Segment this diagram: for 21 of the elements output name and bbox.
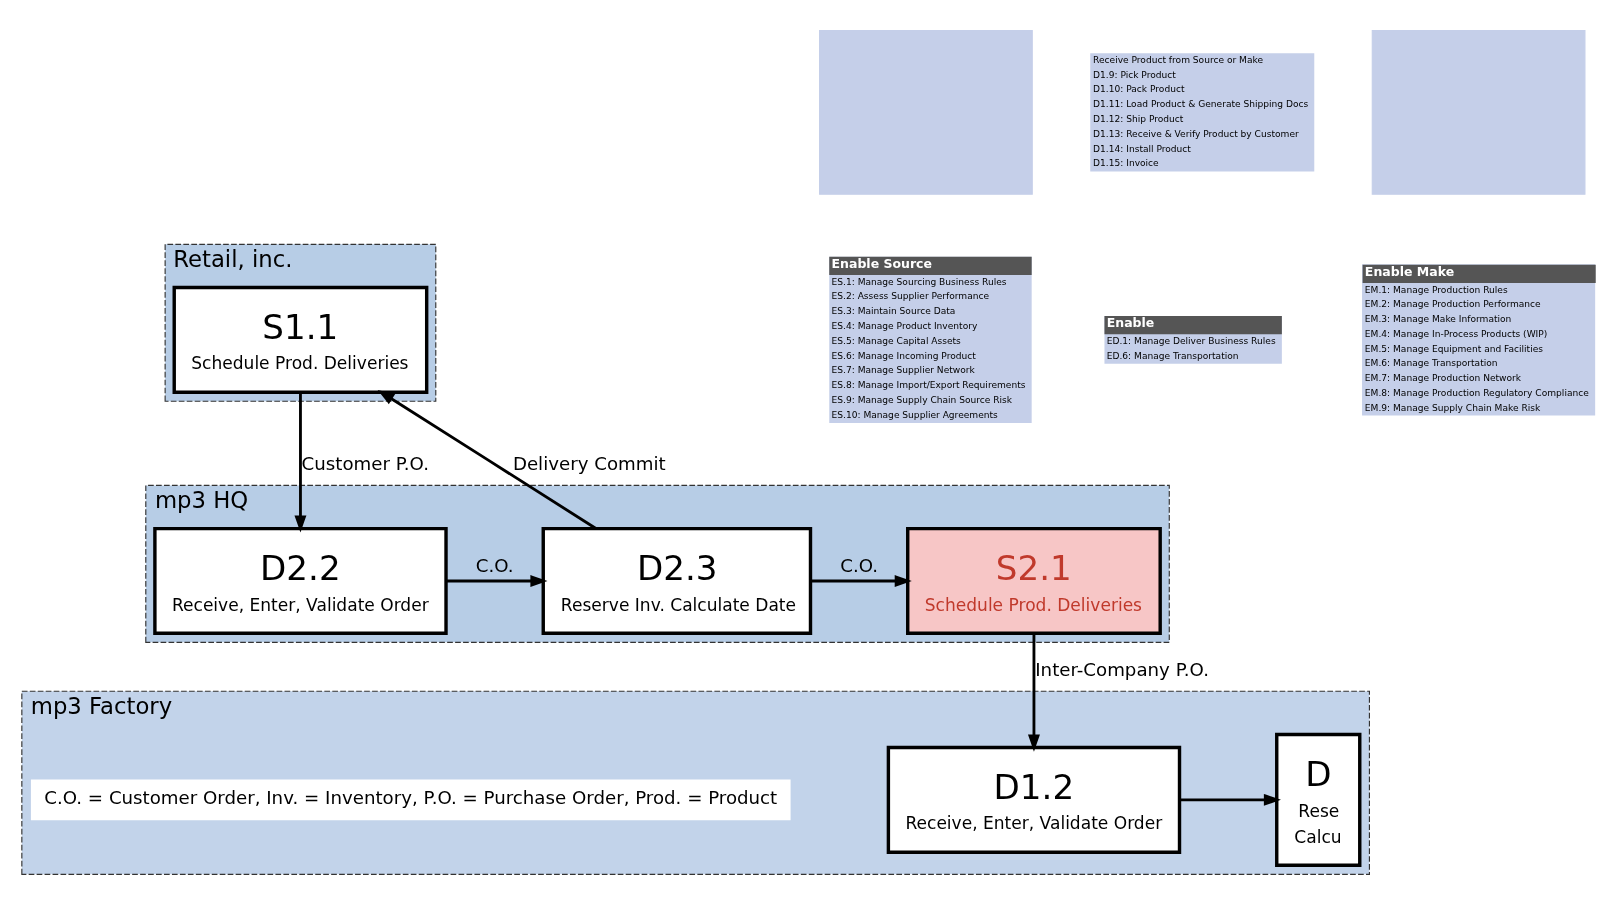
node-box: S2.1 Schedule Prod. Deliveries (906, 526, 1162, 635)
arrow (1027, 633, 1040, 752)
edge-label: Customer P.O. (301, 453, 429, 475)
arrow (810, 574, 912, 587)
arrow (446, 574, 548, 587)
node-box: S1.1 Schedule Prod. Deliveries (172, 285, 429, 394)
node-box: D Rese Calcu (1275, 732, 1362, 867)
node-box (1371, 30, 1586, 195)
arrow (377, 389, 597, 530)
edge-label: C.O. (840, 554, 879, 576)
node-box: D2.3 Reserve Inv. Calculate Date (541, 526, 813, 635)
node-box: D2.2 Receive, Enter, Validate Order (153, 526, 448, 635)
edge-label: C.O. (475, 554, 514, 576)
edge-label: Inter-Company P.O. (1035, 659, 1209, 681)
node-box: Receive Product from Source or Make D1.9: Pick Product D1.10: Pack Product D1.11: Load Product & Generate Shipping Docs D1.12: Ship Product D1.13: Receive & Verify Product by Customer D1.14: Install Product D1.15: Invoice (1090, 53, 1315, 172)
label: C.O. = Customer Order, Inv. = Inventory, P.O. = Purchase Order, Prod. = Product (44, 787, 778, 809)
arrow (294, 392, 307, 533)
node-box: D1.2 Receive, Enter, Validate Order (886, 745, 1182, 854)
arrow (1180, 793, 1281, 806)
node-box (819, 30, 1033, 195)
edge-label: Delivery Commit (512, 453, 666, 475)
